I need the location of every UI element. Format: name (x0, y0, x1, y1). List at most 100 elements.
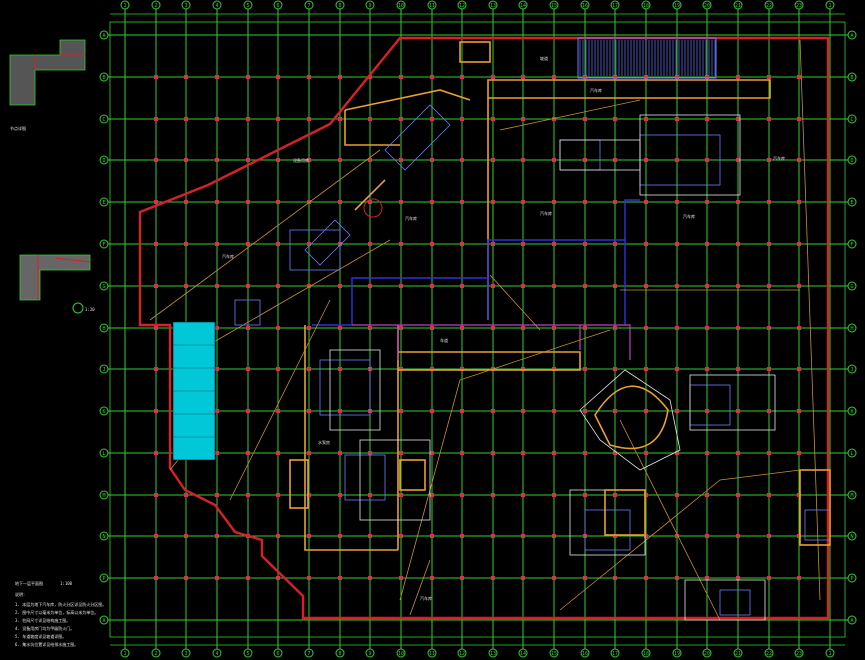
detail-redline-1 (34, 54, 85, 70)
column (675, 493, 679, 497)
axis-bubble-label: 9 (368, 3, 371, 9)
column (613, 158, 617, 162)
axis-bubble-label: 23 (796, 3, 802, 9)
column (307, 75, 311, 79)
red-circle-marker (363, 198, 383, 218)
column (154, 534, 158, 538)
column (705, 326, 709, 330)
room-box-10 (399, 459, 426, 491)
column (276, 158, 280, 162)
axis-bubble-label: L (850, 451, 853, 457)
column (613, 200, 617, 204)
column (675, 200, 679, 204)
column (736, 451, 740, 455)
column (215, 493, 219, 497)
axis-bubble (672, 0, 682, 10)
room-label-1: 汽车库 (222, 253, 234, 259)
axis-bubble (99, 30, 109, 40)
column (276, 409, 280, 413)
column (430, 75, 434, 79)
column (705, 451, 709, 455)
axis-bubble-label: 20 (704, 3, 710, 9)
column (644, 242, 648, 246)
axis-bubble-label: 10 (398, 651, 404, 657)
column (430, 117, 434, 121)
column (521, 409, 525, 413)
column (675, 158, 679, 162)
orange-wall-diagonal (344, 89, 471, 211)
axis-bubble-label: 12 (459, 651, 465, 657)
column (307, 367, 311, 371)
column (246, 493, 250, 497)
axis-bubble-label: 7 (307, 3, 310, 9)
axis-bubble (212, 648, 222, 658)
column (246, 451, 250, 455)
axis-bubble-label: 16 (582, 3, 588, 9)
column (368, 200, 372, 204)
core-wall-top (487, 79, 771, 99)
column (215, 367, 219, 371)
column (184, 200, 188, 204)
axis-bubble-label: J (102, 367, 105, 373)
column (460, 576, 464, 580)
column (736, 326, 740, 330)
column (797, 75, 801, 79)
magenta-line (352, 324, 631, 360)
axis-bubble (273, 648, 283, 658)
column (675, 576, 679, 580)
column (307, 576, 311, 580)
column (767, 117, 771, 121)
column (736, 409, 740, 413)
column (215, 326, 219, 330)
column (675, 75, 679, 79)
column (154, 117, 158, 121)
column (338, 117, 342, 121)
axis-bubble-label: 12 (459, 3, 465, 9)
axis-bubble (610, 648, 620, 658)
column (736, 367, 740, 371)
column (276, 284, 280, 288)
axis-bubble-label: 15 (551, 3, 557, 9)
axis-bubble (825, 0, 835, 10)
column (154, 326, 158, 330)
axis-bubble-label: K (102, 409, 105, 415)
column (521, 451, 525, 455)
axis-bubble (702, 0, 712, 10)
axis-bubble-label: G (102, 284, 105, 290)
axis-bubble (847, 114, 857, 124)
room-label-7: 车道 (440, 337, 448, 343)
column (399, 409, 403, 413)
axis-bubble-label: 17 (612, 3, 618, 9)
column (675, 534, 679, 538)
column (338, 158, 342, 162)
column (736, 200, 740, 204)
column (705, 75, 709, 79)
axis-bubble (549, 648, 559, 658)
column (521, 326, 525, 330)
column (430, 200, 434, 204)
column (583, 117, 587, 121)
column (705, 367, 709, 371)
room-label-4: 汽车库 (540, 210, 552, 216)
column (154, 284, 158, 288)
column (184, 75, 188, 79)
column (430, 493, 434, 497)
column (368, 117, 372, 121)
column (491, 451, 495, 455)
axis-bubble-label: 21 (735, 3, 741, 9)
column (767, 493, 771, 497)
column (644, 367, 648, 371)
column (491, 200, 495, 204)
detail-top-left: 节点详图 (9, 39, 86, 131)
stair-core-10 (234, 299, 261, 326)
column (552, 576, 556, 580)
detail-mid-left: 1:20 (19, 254, 95, 314)
column (675, 117, 679, 121)
column (644, 534, 648, 538)
column (307, 284, 311, 288)
column (736, 75, 740, 79)
room-label-9: 坡道 (540, 55, 548, 61)
axis-bubble (764, 0, 774, 10)
axis-bubble (99, 281, 109, 291)
column (675, 284, 679, 288)
